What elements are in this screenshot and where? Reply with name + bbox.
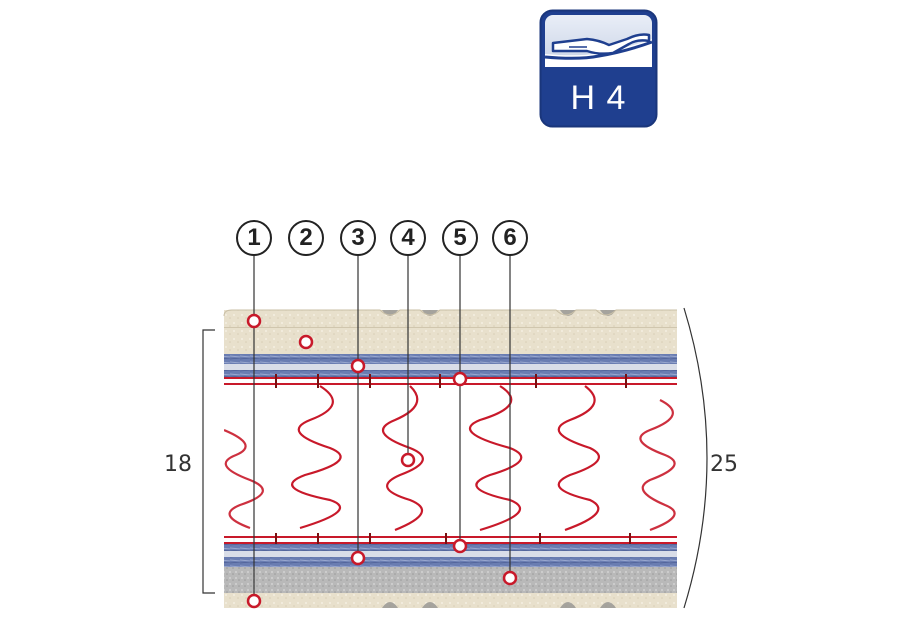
callout-label-2: 2	[299, 224, 313, 251]
callout-1	[236, 220, 272, 256]
callout-4	[390, 220, 426, 256]
marker-2	[298, 334, 314, 350]
marker-6	[502, 570, 518, 586]
callout-label-5: 5	[453, 224, 467, 251]
total-height-arc	[683, 307, 708, 609]
firmness-label: H 4	[570, 79, 627, 117]
marker-1-bottom	[246, 593, 262, 609]
callout-label-1: 1	[247, 224, 261, 251]
core-height-label: 18	[164, 452, 192, 477]
callout-label-4: 4	[401, 224, 415, 251]
callout-5	[442, 220, 478, 256]
marker-4	[400, 452, 416, 468]
marker-3-top	[350, 358, 366, 374]
callout-6	[492, 220, 528, 256]
marker-5-bottom	[452, 538, 468, 554]
callout-label-6: 6	[503, 224, 517, 251]
marker-3-bottom	[350, 550, 366, 566]
marker-1-top	[246, 313, 262, 329]
top-felt-layer	[224, 354, 677, 364]
marker-5-top	[452, 371, 468, 387]
spring-block	[224, 377, 677, 542]
bottom-felt-layer	[224, 544, 677, 551]
bottom-foam-layer	[224, 567, 677, 593]
callout-3	[340, 220, 376, 256]
total-height-label: 25	[710, 452, 738, 477]
firmness-badge: H 4	[539, 9, 658, 128]
hand-pressing-mattress-icon	[539, 9, 658, 128]
core-height-bracket	[202, 329, 215, 594]
callout-label-3: 3	[351, 224, 365, 251]
top-fiber-layer	[224, 328, 677, 354]
callout-2	[288, 220, 324, 256]
